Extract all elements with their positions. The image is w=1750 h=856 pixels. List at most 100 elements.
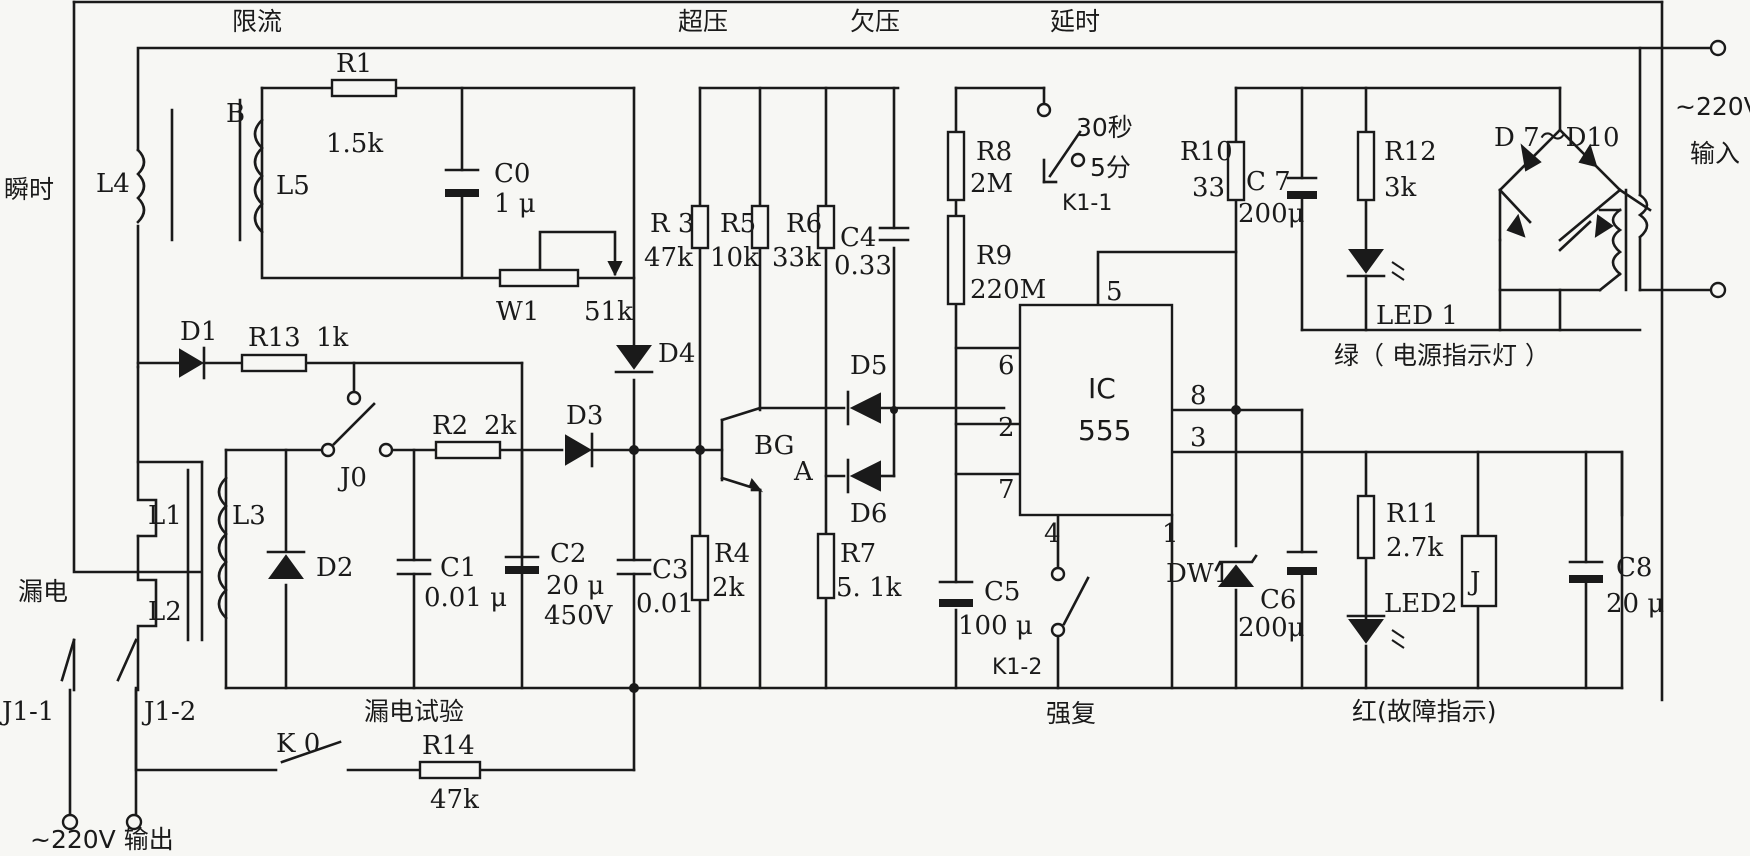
resistor-r10 bbox=[1226, 140, 1246, 202]
r2-label: R2 bbox=[432, 411, 468, 441]
c7-value: 200μ bbox=[1238, 199, 1305, 229]
c8-label: C8 bbox=[1616, 553, 1652, 583]
l4-label: L4 bbox=[96, 169, 130, 199]
pin-8: 8 bbox=[1190, 381, 1207, 411]
terminals bbox=[61, 39, 1727, 831]
ic-555 bbox=[1018, 303, 1174, 517]
bg-label: BG bbox=[754, 431, 794, 461]
resistor-r4 bbox=[690, 534, 710, 602]
r6-label: R6 bbox=[786, 209, 822, 239]
c4-label: C4 bbox=[840, 223, 876, 253]
capacitor-c6 bbox=[1286, 550, 1318, 575]
led-2 bbox=[1346, 614, 1405, 649]
pin-5: 5 bbox=[1106, 277, 1123, 307]
label-force-reset: 强复 bbox=[1046, 699, 1096, 728]
d5-label: D5 bbox=[850, 351, 887, 381]
capacitor-c1 bbox=[396, 558, 432, 576]
r5-label: R5 bbox=[720, 209, 756, 239]
section-labels: 限流 超压 欠压 延时 瞬时 漏电 漏电试验 强复 ~220V 输入 ~220V… bbox=[4, 7, 1750, 854]
c2-value: 20 μ bbox=[546, 571, 604, 601]
switch-k0 bbox=[280, 740, 342, 764]
r11-value: 2.7k bbox=[1386, 533, 1443, 563]
r3-value: 47k bbox=[644, 243, 693, 273]
transistor-bg bbox=[720, 418, 764, 493]
component-labels: R1 1.5k C0 1 μ B L4 L5 W1 51k D1 R13 1k … bbox=[0, 49, 1664, 815]
resistor-r1 bbox=[330, 78, 398, 98]
capacitor-c0 bbox=[444, 168, 480, 197]
c2-voltage: 450V bbox=[544, 601, 614, 631]
r11-label: R11 bbox=[1386, 499, 1439, 529]
label-power-in-b: 输入 bbox=[1690, 139, 1740, 168]
d6-label: D6 bbox=[850, 499, 887, 529]
bridge-diode-icon bbox=[1578, 143, 1598, 168]
bridge-diode-icon bbox=[1506, 213, 1526, 238]
capacitor-c4 bbox=[878, 226, 910, 242]
c1-label: C1 bbox=[440, 553, 476, 583]
b-label: B bbox=[226, 99, 245, 129]
capacitor-c8 bbox=[1568, 560, 1604, 583]
d2-label: D2 bbox=[316, 553, 353, 583]
r4-label: R4 bbox=[714, 539, 750, 569]
label-instant: 瞬时 bbox=[4, 175, 54, 204]
switch-j0 bbox=[332, 402, 376, 446]
diode-d1 bbox=[179, 346, 206, 380]
r14-label: R14 bbox=[422, 731, 475, 761]
relay-j-label: J bbox=[1467, 567, 1480, 597]
l1-label: L1 bbox=[148, 501, 182, 531]
r8-label: R8 bbox=[976, 137, 1012, 167]
label-over-voltage: 超压 bbox=[678, 7, 728, 36]
pin-2: 2 bbox=[998, 413, 1015, 443]
r9-label: R9 bbox=[976, 241, 1012, 271]
c8-value: 20 μ bbox=[1606, 589, 1664, 619]
label-under-voltage: 欠压 bbox=[850, 7, 900, 36]
r10-label: R10 bbox=[1180, 137, 1233, 167]
resistor-r7 bbox=[816, 532, 836, 600]
resistor-r12 bbox=[1356, 130, 1376, 202]
junction-dots bbox=[629, 405, 1241, 693]
label-30-seconds: 30秒 bbox=[1076, 113, 1133, 142]
output-terminal-right bbox=[125, 813, 143, 831]
c0-label: C0 bbox=[494, 159, 530, 189]
pin-4: 4 bbox=[1044, 519, 1061, 549]
output-terminal-left bbox=[61, 813, 79, 831]
zener-dw1 bbox=[1214, 554, 1258, 587]
bridge-diode-icon bbox=[1594, 214, 1614, 238]
k1-2-label: K1-2 bbox=[992, 655, 1042, 680]
r13-label: R13 bbox=[248, 323, 301, 353]
r1-label: R1 bbox=[336, 49, 372, 79]
c3-value: 0.01 bbox=[636, 589, 694, 619]
r9-value: 220M bbox=[970, 275, 1046, 305]
c3-label: C3 bbox=[652, 555, 688, 585]
node-a-label: A bbox=[793, 457, 814, 487]
resistor-r5 bbox=[750, 204, 770, 250]
potentiometer-w1 bbox=[498, 268, 580, 288]
resistor-r3 bbox=[690, 204, 710, 250]
capacitor-c7 bbox=[1286, 176, 1318, 199]
resistor-r6 bbox=[816, 204, 836, 250]
diode-d3 bbox=[565, 432, 594, 468]
l3-label: L3 bbox=[232, 501, 266, 531]
j0-label: J0 bbox=[337, 463, 367, 493]
d7-d10-label: D 7～D10 bbox=[1494, 123, 1620, 153]
c2-label: C2 bbox=[550, 539, 586, 569]
transformer-input bbox=[1598, 188, 1649, 292]
led-1 bbox=[1346, 249, 1405, 281]
capacitor-c5 bbox=[938, 580, 974, 607]
ic-label: IC bbox=[1088, 372, 1116, 405]
c5-label: C5 bbox=[984, 577, 1020, 607]
label-output: ~220V 输出 bbox=[30, 825, 174, 854]
d4-label: D4 bbox=[658, 339, 695, 369]
capacitor-c2 bbox=[504, 555, 540, 574]
r7-label: R7 bbox=[840, 539, 876, 569]
diode-d5 bbox=[846, 390, 881, 426]
wiper-arrow-icon bbox=[607, 261, 623, 277]
diode-d6 bbox=[846, 458, 881, 494]
switch-k1-2 bbox=[1062, 576, 1090, 626]
ic-555-label: 555 bbox=[1078, 414, 1131, 447]
l2-label: L2 bbox=[148, 597, 182, 627]
r13-value: 1k bbox=[316, 323, 349, 353]
bridge-diode-icon bbox=[1520, 143, 1542, 172]
coil-l5 bbox=[238, 98, 264, 242]
resistor-r8 bbox=[946, 130, 966, 202]
pin-6: 6 bbox=[998, 351, 1015, 381]
